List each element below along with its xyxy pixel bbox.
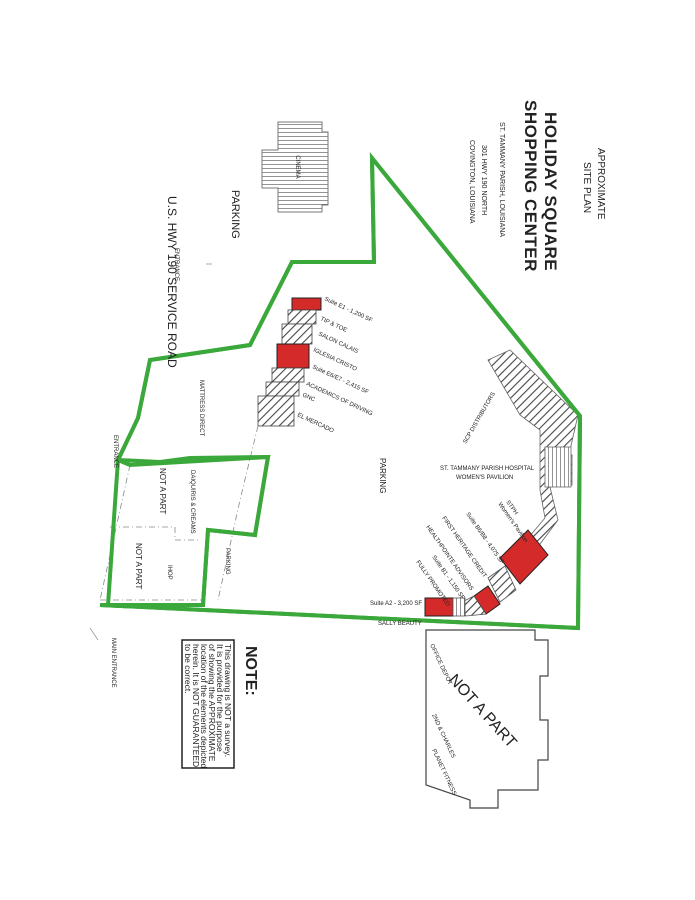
- not-a-part-2-label: NOT A PART: [134, 543, 143, 589]
- sally-beauty-label: SALLY BEAUTY: [378, 621, 422, 627]
- first-heritage-block: [487, 565, 517, 603]
- scp-label: SCP DISTRIBUTORS: [463, 391, 497, 445]
- parking-left-label: PARKING: [229, 190, 241, 239]
- note-box: NOTE: This drawing is NOT a survey. It i…: [181, 639, 259, 769]
- suite-b6-vacant: [499, 529, 549, 585]
- suite-a2-label: Suite A2 - 3,200 SF: [370, 601, 422, 607]
- address-line-1: 301 HWY 190 NORTH: [480, 145, 487, 215]
- mattress-direct-label: MATTRESS DIRECT: [198, 380, 204, 437]
- address-line-2: COVINGTON, LOUISIANA: [468, 140, 475, 224]
- note-line-3: of showing the APPROXIMATE: [207, 644, 217, 762]
- cinema-building: CINEMA: [261, 121, 329, 213]
- first-heritage-label: FIRST HERITAGE CREDIT: [440, 516, 487, 580]
- not-a-part-building: [425, 629, 549, 809]
- note-line-1: This drawing is NOT a survey.: [223, 644, 233, 757]
- hospital-label-1: ST. TAMMANY PARISH HOSPITAL: [440, 466, 535, 472]
- title-approximate: APPROXIMATE: [595, 148, 606, 220]
- center-name-1: HOLIDAY SQUARE: [541, 112, 560, 271]
- main-entrance-label: MAIN ENTRANCE: [110, 638, 116, 688]
- property-boundary-inner: [99, 152, 583, 631]
- entrance-mid-label: ENTRANCE: [112, 435, 118, 468]
- left-suites-block: [257, 297, 322, 427]
- parking-small-label: PARKING: [224, 548, 230, 575]
- hospital-label-2: WOMEN'S PAVILION: [456, 475, 513, 481]
- ihop-label: IHOP: [166, 565, 172, 580]
- el-mercado-label: EL MERCADO: [296, 412, 335, 434]
- parking-center-label: PARKING: [378, 458, 387, 493]
- parish-label: ST. TAMMANY PARISH, LOUISIANA: [498, 122, 505, 237]
- title-site-plan: SITE PLAN: [581, 162, 592, 213]
- note-line-4: location of the elements depicted: [199, 644, 209, 769]
- daiquiris-label: DAIQUIRIS & CREAMS: [189, 470, 195, 534]
- service-road-label: U.S. HWY 190 SERVICE ROAD: [165, 196, 179, 368]
- entrance-top-label: ENTRANCE: [173, 248, 179, 281]
- suite-a2-vacant: [424, 597, 466, 617]
- tip-toe-label: TIP & TOE: [319, 316, 348, 334]
- right-building-strip: [487, 349, 579, 561]
- note-line-6: to be correct.: [183, 644, 193, 694]
- note-line-5: herein. It is NOT GUARANTEED: [191, 644, 201, 767]
- cinema-label: CINEMA: [294, 155, 300, 178]
- center-name-2: SHOPPING CENTER: [521, 100, 540, 272]
- note-title: NOTE:: [242, 646, 259, 696]
- note-line-2: It is provided for the purpose: [215, 644, 225, 752]
- gnc-label: GNC: [301, 392, 316, 403]
- road-lines: [89, 263, 212, 641]
- not-a-part-1-label: NOT A PART: [158, 468, 167, 514]
